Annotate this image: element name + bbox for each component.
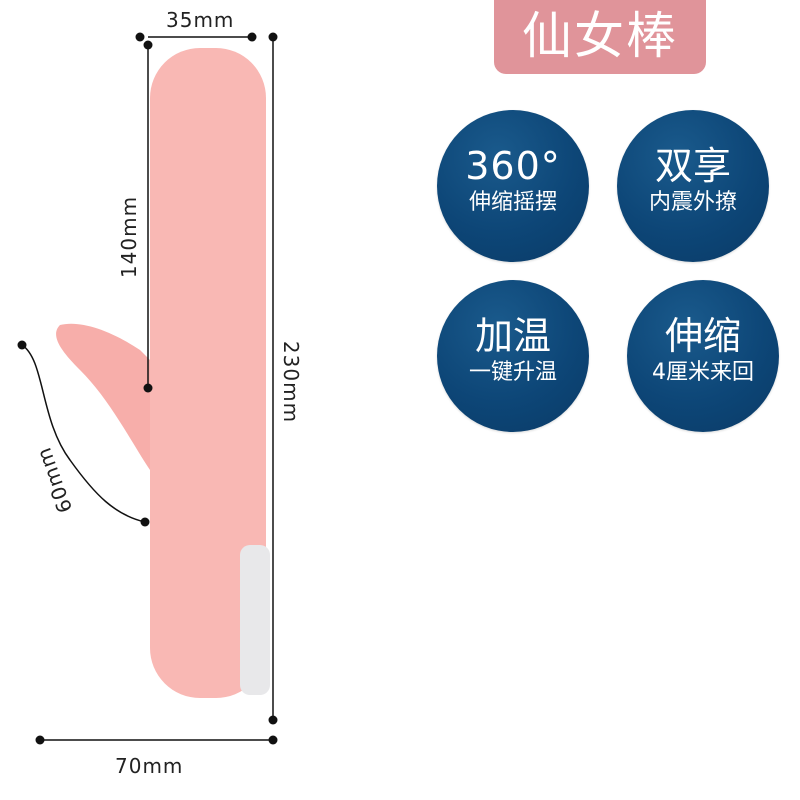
feature-subline: 内震外撩	[648, 190, 737, 215]
feature-subline: 4厘米来回	[652, 360, 754, 385]
feature-headline: 双享	[654, 144, 731, 188]
product-title-badge: 仙女棒	[494, 0, 706, 74]
dimension-base-width: 70mm	[115, 754, 184, 778]
feature-subline: 伸缩摇摆	[468, 190, 557, 215]
dimension-insert-length: 140mm	[117, 195, 142, 279]
feature-headline: 伸缩	[664, 314, 741, 358]
feature-headline: 360°	[465, 144, 561, 188]
feature-badge-rotation: 360° 伸缩摇摆	[437, 110, 589, 262]
dimension-total-length: 230mm	[279, 340, 304, 424]
dimension-top-width: 35mm	[166, 8, 235, 32]
feature-badge-heating: 加温 一键升温	[437, 280, 589, 432]
feature-subline: 一键升温	[468, 360, 557, 385]
feature-headline: 加温	[474, 314, 551, 358]
feature-badge-telescoping: 伸缩 4厘米来回	[627, 280, 779, 432]
product-silhouette	[56, 48, 270, 698]
feature-badge-dual: 双享 内震外撩	[617, 110, 769, 262]
